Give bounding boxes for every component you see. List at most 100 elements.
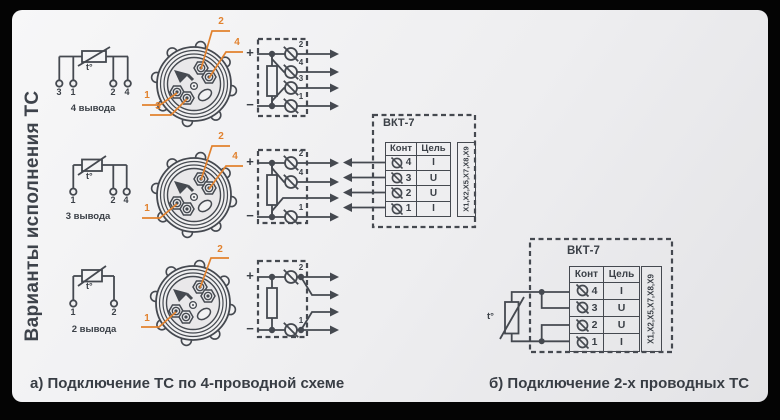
connector-face-2-lead <box>151 261 236 346</box>
connector-pin-label: 1 <box>144 203 150 214</box>
block-pin-number: 4 <box>298 58 304 67</box>
col-header-contact: Конт <box>386 142 417 155</box>
block-pin-number: 2 <box>298 149 304 158</box>
col-header-circuit: Цель <box>608 268 635 280</box>
connector-pin-label: 2 <box>218 16 224 27</box>
col-header-contact: Конт <box>570 266 604 282</box>
temp-symbol: t° <box>86 281 93 291</box>
caption-4-wire-scheme: а) Подключение ТС по 4-проводной схеме <box>30 375 345 392</box>
temp-symbol: t° <box>487 311 494 322</box>
screw-icon <box>390 202 403 215</box>
terminal-number: 4 <box>124 87 130 97</box>
circuit-cell: U <box>617 301 626 314</box>
circuit-cell: U <box>429 172 438 184</box>
polarity-plus: + <box>246 268 254 283</box>
col-header-circuit: Цель <box>421 143 446 154</box>
block-pin-number: 2 <box>298 263 304 272</box>
polarity-plus: + <box>246 154 254 169</box>
screw-icon <box>390 172 403 185</box>
leads-count-label: 4 вывода <box>70 103 116 114</box>
terminal-number: 1 <box>70 195 76 205</box>
contact-number: 2 <box>591 319 598 332</box>
circuit-cell: I <box>432 203 435 215</box>
terminal-number: 2 <box>110 195 116 205</box>
terminal-designators: X1,X2,X5,X7,X8,X9 <box>461 146 471 212</box>
block-pin-number: 3 <box>298 74 304 83</box>
contact-number: 2 <box>405 187 412 199</box>
connector-pin-label: 1 <box>144 90 150 101</box>
connector-pin-label: 3 <box>155 101 161 112</box>
circuit-cell: I <box>620 336 623 349</box>
terminal-box-3-lead <box>256 148 339 226</box>
contact-cell: 4 <box>386 155 417 170</box>
connector-face-3-lead <box>152 153 237 238</box>
polarity-minus: − <box>246 208 254 223</box>
caption-2-wire-scheme: б) Подключение 2-х проводных ТС <box>489 375 750 392</box>
temp-symbol: t° <box>86 171 93 181</box>
schematic-2-lead <box>69 265 119 308</box>
contact-number: 3 <box>591 301 598 314</box>
device-title: ВКТ-7 <box>383 117 415 129</box>
contact-number: 4 <box>405 157 412 169</box>
leads-count-label: 2 вывода <box>71 324 117 335</box>
device-table-4wire: Конт Цель 4 I 3 U 2 U <box>385 141 451 217</box>
screw-icon <box>575 301 589 315</box>
terminal-number: 2 <box>111 307 117 317</box>
contact-number: 4 <box>591 284 598 297</box>
terminal-box-2-lead <box>256 259 339 339</box>
schematic-4-lead <box>55 46 132 88</box>
contact-cell: 1 <box>386 201 417 216</box>
contact-cell: 1 <box>570 334 604 351</box>
pin-leader-lines <box>141 30 243 328</box>
screw-icon <box>575 284 589 298</box>
block-pin-number: 4 <box>298 168 304 177</box>
device-title: ВКТ-7 <box>567 245 600 257</box>
contact-cell: 2 <box>386 186 417 201</box>
connector-pin-label: 4 <box>234 37 240 48</box>
circuit-cell: I <box>620 284 623 297</box>
block-pin-number: 2 <box>298 40 304 49</box>
block-pin-number: 1 <box>298 92 304 101</box>
screw-icon <box>390 156 403 169</box>
terminal-designators-box: X1,X2,X5,X7,X8,X9 <box>456 141 476 217</box>
page-title-vertical: Варианты исполнения ТС <box>22 90 43 342</box>
temp-symbol: t° <box>86 62 93 72</box>
block-pin-number: 1 <box>298 203 304 212</box>
terminal-number: 4 <box>123 195 129 205</box>
terminal-box-4-lead <box>256 37 339 118</box>
terminal-designators-box: X1,X2,X5,X7,X8,X9 <box>641 265 662 352</box>
schematic-3-lead <box>69 155 131 196</box>
polarity-minus: − <box>246 97 254 112</box>
device-box-4-wire <box>343 113 477 229</box>
terminal-number: 1 <box>70 307 76 317</box>
contact-cell: 2 <box>570 317 604 334</box>
screw-icon <box>575 318 589 332</box>
contact-number: 1 <box>591 336 598 349</box>
contact-number: 1 <box>405 203 412 215</box>
circuit-cell: I <box>432 157 435 169</box>
polarity-plus: + <box>246 45 254 60</box>
connector-pin-label: 4 <box>232 151 238 162</box>
screw-icon <box>575 335 589 349</box>
polarity-minus: − <box>246 321 254 336</box>
contact-cell: 3 <box>386 170 417 186</box>
connector-pin-label: 2 <box>217 244 223 255</box>
terminal-number: 2 <box>110 87 116 97</box>
contact-number: 3 <box>405 172 412 184</box>
contact-cell: 4 <box>570 282 604 299</box>
terminal-number: 3 <box>56 87 62 97</box>
device-box-2-wire <box>499 237 674 354</box>
contact-cell: 3 <box>570 299 604 316</box>
connector-pin-label: 1 <box>144 313 150 324</box>
terminal-designators: X1,X2,X5,X7,X8,X9 <box>646 273 656 344</box>
screw-icon <box>390 187 403 200</box>
terminal-number: 1 <box>70 87 76 97</box>
block-pin-number: 1 <box>298 316 304 325</box>
device-table-2wire: Конт Цель 4 I 3 U 2 U <box>569 265 640 352</box>
connector-pin-label: 2 <box>218 131 224 142</box>
diagram-panel <box>12 10 768 402</box>
leads-count-label: 3 вывода <box>65 211 111 222</box>
circuit-cell: U <box>429 187 438 199</box>
